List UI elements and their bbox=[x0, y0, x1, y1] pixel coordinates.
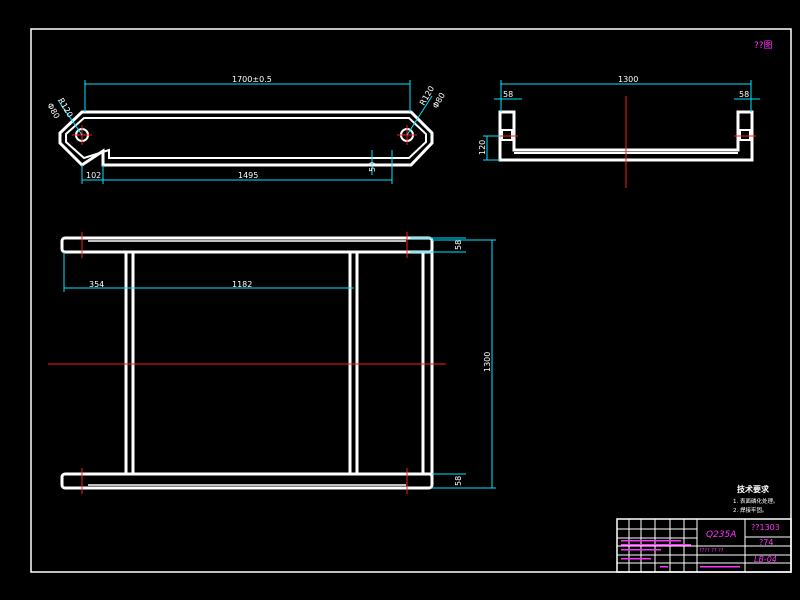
notes-title: 技术要求 bbox=[737, 484, 770, 494]
drawing-code: ??1303 bbox=[751, 523, 780, 532]
front-width-label: 1300 bbox=[618, 75, 638, 84]
cross-member-right bbox=[348, 250, 359, 476]
part-number: LB-04 bbox=[754, 555, 777, 564]
side-thickness-label: 50 bbox=[368, 162, 377, 172]
top-offset-label: 354 bbox=[89, 280, 104, 289]
top-span-label: 1300 bbox=[483, 352, 492, 372]
left-radius-leader bbox=[57, 99, 83, 136]
top-bar bbox=[60, 236, 434, 254]
material-label: Q235A bbox=[706, 530, 736, 540]
bottom-bar bbox=[60, 472, 434, 490]
front-flange-right-label: 58 bbox=[739, 90, 749, 99]
side-view-inner-outline bbox=[65, 117, 427, 160]
notes-line-1: 1. 表面磷化处理。 bbox=[733, 497, 779, 505]
title-block-fine-text bbox=[621, 540, 740, 568]
top-spacing-label: 1182 bbox=[232, 280, 252, 289]
scale-label: ?74 bbox=[759, 538, 773, 547]
technical-notes: 技术要求 1. 表面磷化处理。 2. 焊接牢固。 bbox=[733, 484, 779, 514]
title-block: Q235A ??1303 ?74 LB-04 ???? ?? ?? bbox=[616, 518, 792, 573]
front-view: 1300 58 58 120 bbox=[478, 75, 760, 188]
right-post-block bbox=[739, 129, 751, 141]
front-flange-left-label: 58 bbox=[503, 90, 513, 99]
bottom-bar-thickness-label: 58 bbox=[454, 476, 463, 486]
notes-line-2: 2. 焊接牢固。 bbox=[733, 506, 768, 514]
top-view: 354 1182 58 58 1300 bbox=[48, 232, 496, 494]
drawing-frame bbox=[30, 28, 792, 573]
title-block-small-text: ???? ?? ?? bbox=[699, 548, 724, 554]
u-frame-outline bbox=[498, 110, 754, 162]
right-radius-leader bbox=[406, 95, 433, 136]
side-inner-length-label: 1495 bbox=[238, 171, 258, 180]
cross-member-left bbox=[124, 250, 135, 476]
side-offset-label: 102 bbox=[86, 171, 101, 180]
top-bar-thickness-label: 58 bbox=[454, 240, 463, 250]
front-height-label: 120 bbox=[478, 140, 487, 155]
left-post-block bbox=[501, 129, 513, 141]
corner-note: ??图 bbox=[754, 40, 773, 51]
overall-length-label: 1700±0.5 bbox=[232, 75, 272, 84]
